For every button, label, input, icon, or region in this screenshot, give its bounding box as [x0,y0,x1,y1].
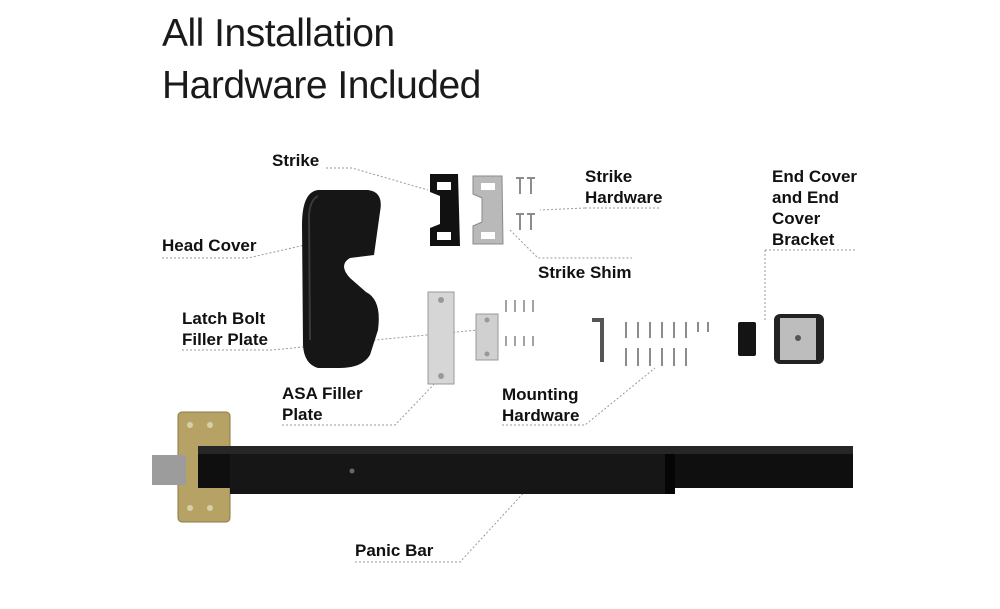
leader-strike [326,167,429,191]
label-asa-filler-plate: ASA Filler Plate [282,383,363,425]
leader-head-cover [162,244,306,259]
label-latch-bolt-line-2: Filler Plate [182,330,268,349]
label-strike-hardware: Strike Hardware [585,166,662,208]
label-asa-line-2: Plate [282,405,323,424]
title-line-2: Hardware Included [162,64,481,107]
label-latch-bolt-filler-plate: Latch Bolt Filler Plate [182,308,268,350]
latch-screws [505,300,534,346]
strike-part [430,174,460,246]
asa-filler-plate-part [427,291,455,385]
leader-lines [162,167,855,563]
end-cover-part [738,314,824,364]
head-cover-part [302,190,381,368]
label-head-cover: Head Cover [162,236,257,255]
label-mounting-line-2: Hardware [502,406,580,425]
label-mounting-line-1: Mounting [502,385,579,404]
page-title: All Installation Hardware Included [162,8,481,112]
mounting-hardware-part [592,318,709,366]
label-end-cover-line-4: Bracket [772,230,835,249]
label-panic-bar: Panic Bar [355,541,434,560]
label-strike-shim: Strike Shim [538,263,632,282]
label-strike-hardware-line-2: Hardware [585,188,663,207]
label-end-cover-line-2: and End [772,188,840,207]
label-mounting-hardware: Mounting Hardware [502,384,579,426]
panic-bar-part [152,411,853,523]
title-line-1: All Installation [162,12,395,55]
label-end-cover-line-3: Cover [772,209,821,228]
leader-strike-hardware [539,207,660,211]
latch-bolt-filler-plate-part [475,313,499,361]
label-end-cover: End Cover and End Cover Bracket [772,166,857,250]
leader-panic-bar [355,487,529,563]
label-strike: Strike [272,151,320,170]
leader-end-cover [764,249,855,322]
strike-shim-part [472,175,504,245]
leader-latch-bolt [182,329,479,351]
strike-hardware-screws [516,177,535,230]
label-latch-bolt-line-1: Latch Bolt [182,309,266,328]
leader-asa [282,377,441,426]
leader-strike-shim [509,229,632,259]
label-end-cover-line-1: End Cover [772,167,858,186]
label-strike-hardware-line-1: Strike [585,167,633,186]
label-asa-line-1: ASA Filler [282,384,363,403]
